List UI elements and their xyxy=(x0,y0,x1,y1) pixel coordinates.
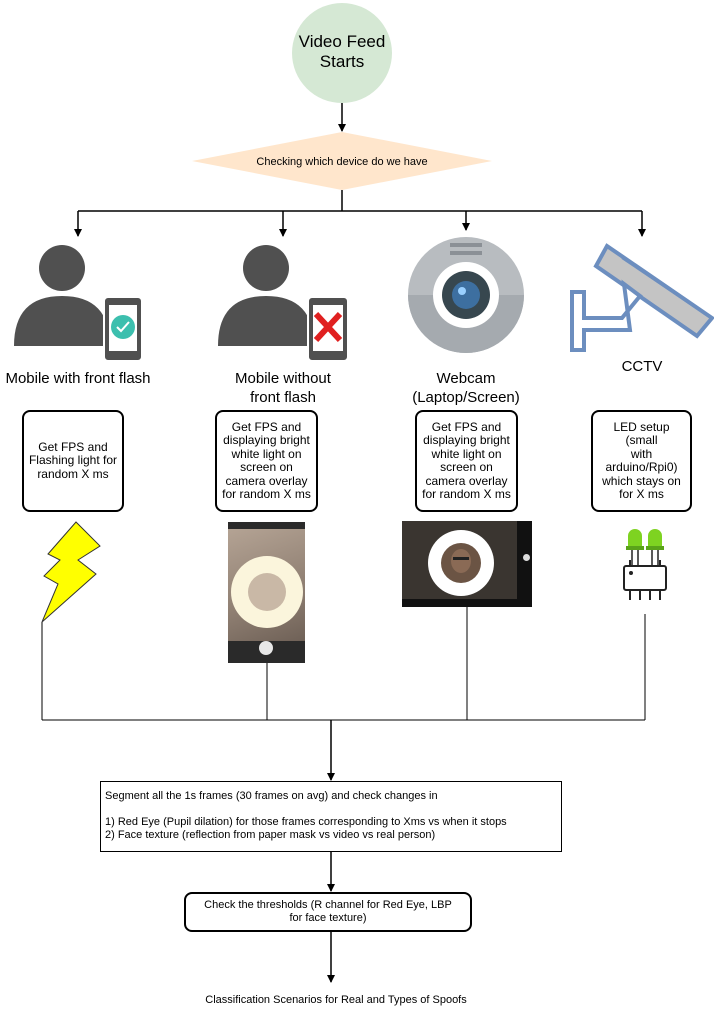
step-line: screen on xyxy=(440,460,493,474)
segment-frames-box: Segment all the 1s frames (30 frames on … xyxy=(100,781,562,852)
step-line: which stays on xyxy=(602,473,681,488)
device-label-cctv: CCTV xyxy=(622,358,663,375)
start-node: Video Feed Starts xyxy=(292,3,392,103)
step-line: displaying bright xyxy=(423,433,510,447)
step-line: LED setup (small xyxy=(613,419,670,447)
decision-node: Checking which device do we have xyxy=(192,132,492,190)
decision-text: Checking which device do we have xyxy=(256,156,427,168)
step-line: for random X ms xyxy=(422,487,511,501)
start-text-line2: Starts xyxy=(320,52,364,71)
step-line: camera overlay xyxy=(425,473,508,488)
start-text-line1: Video Feed xyxy=(299,32,386,51)
segment-item1: 1) Red Eye (Pupil dilation) for those fr… xyxy=(105,816,507,828)
step-line: displaying bright xyxy=(223,433,310,447)
led-chip-icon xyxy=(623,529,667,600)
step-box-mobile-noflash: Get FPS and displaying bright white ligh… xyxy=(215,410,318,512)
thresholds-line2: for face texture) xyxy=(289,912,367,924)
step-line: camera overlay xyxy=(225,473,308,488)
person-with-phone-cross-icon xyxy=(218,245,349,362)
thresholds-line1: Check the thresholds (R channel for Red … xyxy=(204,899,452,911)
check-thresholds-box: Check the thresholds (R channel for Red … xyxy=(184,892,472,932)
lightning-bolt-icon xyxy=(41,521,101,623)
step-line: screen on xyxy=(240,460,293,474)
person-with-phone-check-icon xyxy=(14,245,143,362)
step-line: Flashing light for xyxy=(28,453,118,468)
step-line: white light on xyxy=(431,446,502,461)
step-box-webcam: Get FPS and displaying bright white ligh… xyxy=(415,410,518,512)
merge-connectors xyxy=(41,607,646,983)
step-line: Get FPS and xyxy=(431,419,502,434)
step-line: arduino/Rpi0) xyxy=(605,460,678,474)
step-line: white light on xyxy=(231,446,302,461)
segment-item2: 2) Face texture (reflection from paper m… xyxy=(105,829,436,841)
step-box-cctv: LED setup (small with arduino/Rpi0) whic… xyxy=(591,410,692,512)
webcam-icon xyxy=(408,237,524,353)
step-line: Get FPS and xyxy=(38,439,108,454)
segment-line1: Segment all the 1s frames (30 frames on … xyxy=(105,790,438,802)
step-line: for random X ms xyxy=(222,487,311,501)
step-line: for X ms xyxy=(619,487,664,501)
phone-ring-light-screenshot xyxy=(228,522,305,663)
laptop-ring-light-screenshot xyxy=(402,521,532,607)
device-label-webcam-line1: Webcam xyxy=(437,370,496,387)
device-label-mobile-noflash-line1: Mobile without xyxy=(235,370,332,387)
step-line: Get FPS and xyxy=(231,419,302,434)
step-box-mobile-flash: Get FPS and Flashing light for random X … xyxy=(22,410,124,512)
step-line: random X ms xyxy=(37,466,109,481)
device-label-mobile-noflash-line2: front flash xyxy=(250,389,316,406)
step-line: with xyxy=(630,446,653,461)
device-label-mobile-flash: Mobile with front flash xyxy=(5,370,150,387)
cctv-camera-icon xyxy=(570,243,714,352)
classification-result-text: Classification Scenarios for Real and Ty… xyxy=(205,994,467,1006)
branch-connectors xyxy=(74,190,646,237)
device-label-webcam-line2: (Laptop/Screen) xyxy=(412,389,520,406)
